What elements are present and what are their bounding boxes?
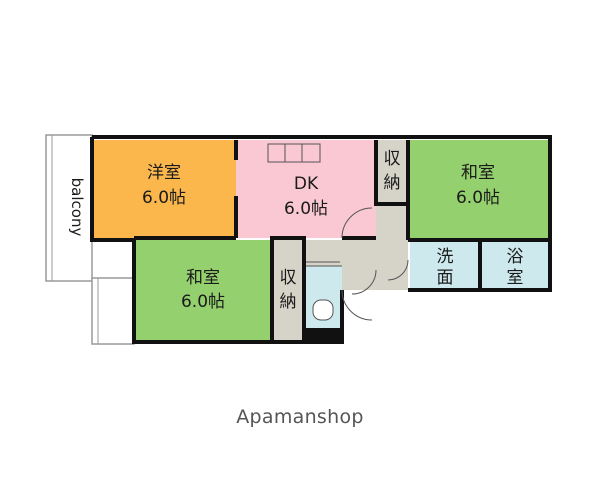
western-room xyxy=(94,140,236,238)
walls xyxy=(90,135,552,344)
toilet-fixture xyxy=(312,299,334,321)
balcony-label: balcony xyxy=(68,178,86,237)
storage-left-char2: 納 xyxy=(280,292,297,312)
japanese-room-right-size: 6.0帖 xyxy=(456,188,500,208)
storage-left xyxy=(272,240,304,340)
interior-lines xyxy=(267,143,409,321)
western-room-name: 洋室 xyxy=(147,163,181,183)
japanese-room-right xyxy=(408,140,548,238)
storage-top xyxy=(376,140,408,204)
dk-size: 6.0帖 xyxy=(284,199,328,219)
japanese-room-left xyxy=(134,240,272,340)
japanese-room-left-name: 和室 xyxy=(186,268,220,288)
brand-watermark: Apamanshop xyxy=(236,406,364,428)
japanese-room-right-name: 和室 xyxy=(461,163,495,183)
toilet-block xyxy=(306,328,342,344)
washroom xyxy=(410,242,480,288)
storage-top-char2: 納 xyxy=(384,173,401,193)
bathroom xyxy=(482,242,548,288)
washroom-char2: 面 xyxy=(437,268,454,288)
bathroom-char2: 室 xyxy=(507,268,524,288)
bathroom-char1: 浴 xyxy=(507,247,524,267)
japanese-room-left-size: 6.0帖 xyxy=(181,292,225,312)
dk-room xyxy=(236,140,376,238)
storage-left-char1: 収 xyxy=(280,268,297,288)
washroom-char1: 洗 xyxy=(437,247,454,267)
dk-name: DK xyxy=(294,174,319,194)
balcony: balcony xyxy=(45,134,135,345)
western-room-size: 6.0帖 xyxy=(142,188,186,208)
storage-top-char1: 収 xyxy=(384,149,401,169)
